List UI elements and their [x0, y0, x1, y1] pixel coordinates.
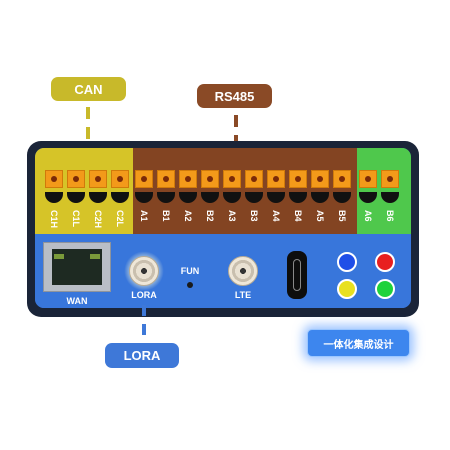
terminal-screw[interactable]	[89, 170, 107, 188]
terminal-wire-hole	[157, 192, 175, 203]
terminal-screw[interactable]	[359, 170, 377, 188]
terminal-wire-hole	[333, 192, 351, 203]
pin-label: C1H	[49, 210, 59, 229]
terminal-wire-hole	[359, 192, 377, 203]
device-panel: C1H C1L C2H C2L A1 B1 A2 B2 A3 B3 A4 B4 A5 B5 A6 B6 WAN…	[35, 148, 411, 308]
ethernet-led-right	[90, 254, 100, 259]
red-button[interactable]	[375, 252, 395, 272]
pin-label: C2H	[93, 210, 103, 229]
can-zone	[35, 148, 133, 234]
terminal-screw[interactable]	[45, 170, 63, 188]
terminal-wire-hole	[111, 192, 129, 203]
rs485-zone	[133, 148, 357, 234]
terminal-wire-hole	[267, 192, 285, 203]
terminal-screw[interactable]	[381, 170, 399, 188]
pin-label: A6	[363, 210, 373, 222]
terminal-wire-hole	[289, 192, 307, 203]
pin-label: A3	[227, 210, 237, 222]
fun-label: FUN	[180, 266, 200, 276]
extra-zone	[357, 148, 411, 234]
terminal-screw[interactable]	[245, 170, 263, 188]
ethernet-led-left	[54, 254, 64, 259]
rs485-callout: RS485	[197, 84, 272, 108]
fun-indicator-led	[187, 282, 193, 288]
ethernet-socket	[52, 249, 102, 285]
terminal-wire-hole	[179, 192, 197, 203]
terminal-screw[interactable]	[223, 170, 241, 188]
terminal-wire-hole	[311, 192, 329, 203]
terminal-screw[interactable]	[135, 170, 153, 188]
terminal-screw[interactable]	[111, 170, 129, 188]
integrated-design-badge: 一体化集成设计	[307, 329, 410, 357]
terminal-screw[interactable]	[157, 170, 175, 188]
pin-label: B5	[337, 210, 347, 222]
terminal-screw[interactable]	[333, 170, 351, 188]
terminal-wire-hole	[201, 192, 219, 203]
terminal-wire-hole	[223, 192, 241, 203]
pin-label: A2	[183, 210, 193, 222]
pin-label: B2	[205, 210, 215, 222]
terminal-wire-hole	[135, 192, 153, 203]
terminal-wire-hole	[45, 192, 63, 203]
pin-label: A4	[271, 210, 281, 222]
usb-c-port[interactable]	[287, 251, 307, 299]
rs485-connector-line	[234, 115, 238, 149]
lora-callout: LORA	[105, 343, 179, 368]
usb-c-socket	[293, 259, 301, 291]
terminal-screw[interactable]	[289, 170, 307, 188]
pin-label: C1L	[71, 210, 81, 228]
pin-label: B1	[161, 210, 171, 222]
pin-label: B6	[385, 210, 395, 222]
terminal-wire-hole	[89, 192, 107, 203]
yellow-button[interactable]	[337, 279, 357, 299]
terminal-wire-hole	[245, 192, 263, 203]
terminal-screw[interactable]	[267, 170, 285, 188]
pin-label: B3	[249, 210, 259, 222]
pin-label: A5	[315, 210, 325, 222]
can-connector-line	[86, 107, 90, 147]
lora-port-label: LORA	[131, 290, 157, 300]
terminal-screw[interactable]	[201, 170, 219, 188]
pin-label: C2L	[115, 210, 125, 228]
lte-antenna-connector[interactable]	[228, 256, 258, 286]
terminal-wire-hole	[381, 192, 399, 203]
pin-label: A1	[139, 210, 149, 222]
can-callout: CAN	[51, 77, 126, 101]
ethernet-port[interactable]	[43, 242, 111, 292]
wan-label: WAN	[66, 296, 88, 306]
blue-button[interactable]	[337, 252, 357, 272]
lora-antenna-connector[interactable]	[129, 256, 159, 286]
pin-label: B4	[293, 210, 303, 222]
terminal-wire-hole	[67, 192, 85, 203]
lora-connector-line	[142, 305, 146, 342]
terminal-screw[interactable]	[311, 170, 329, 188]
terminal-screw[interactable]	[179, 170, 197, 188]
green-button[interactable]	[375, 279, 395, 299]
terminal-screw[interactable]	[67, 170, 85, 188]
lte-label: LTE	[234, 290, 252, 300]
